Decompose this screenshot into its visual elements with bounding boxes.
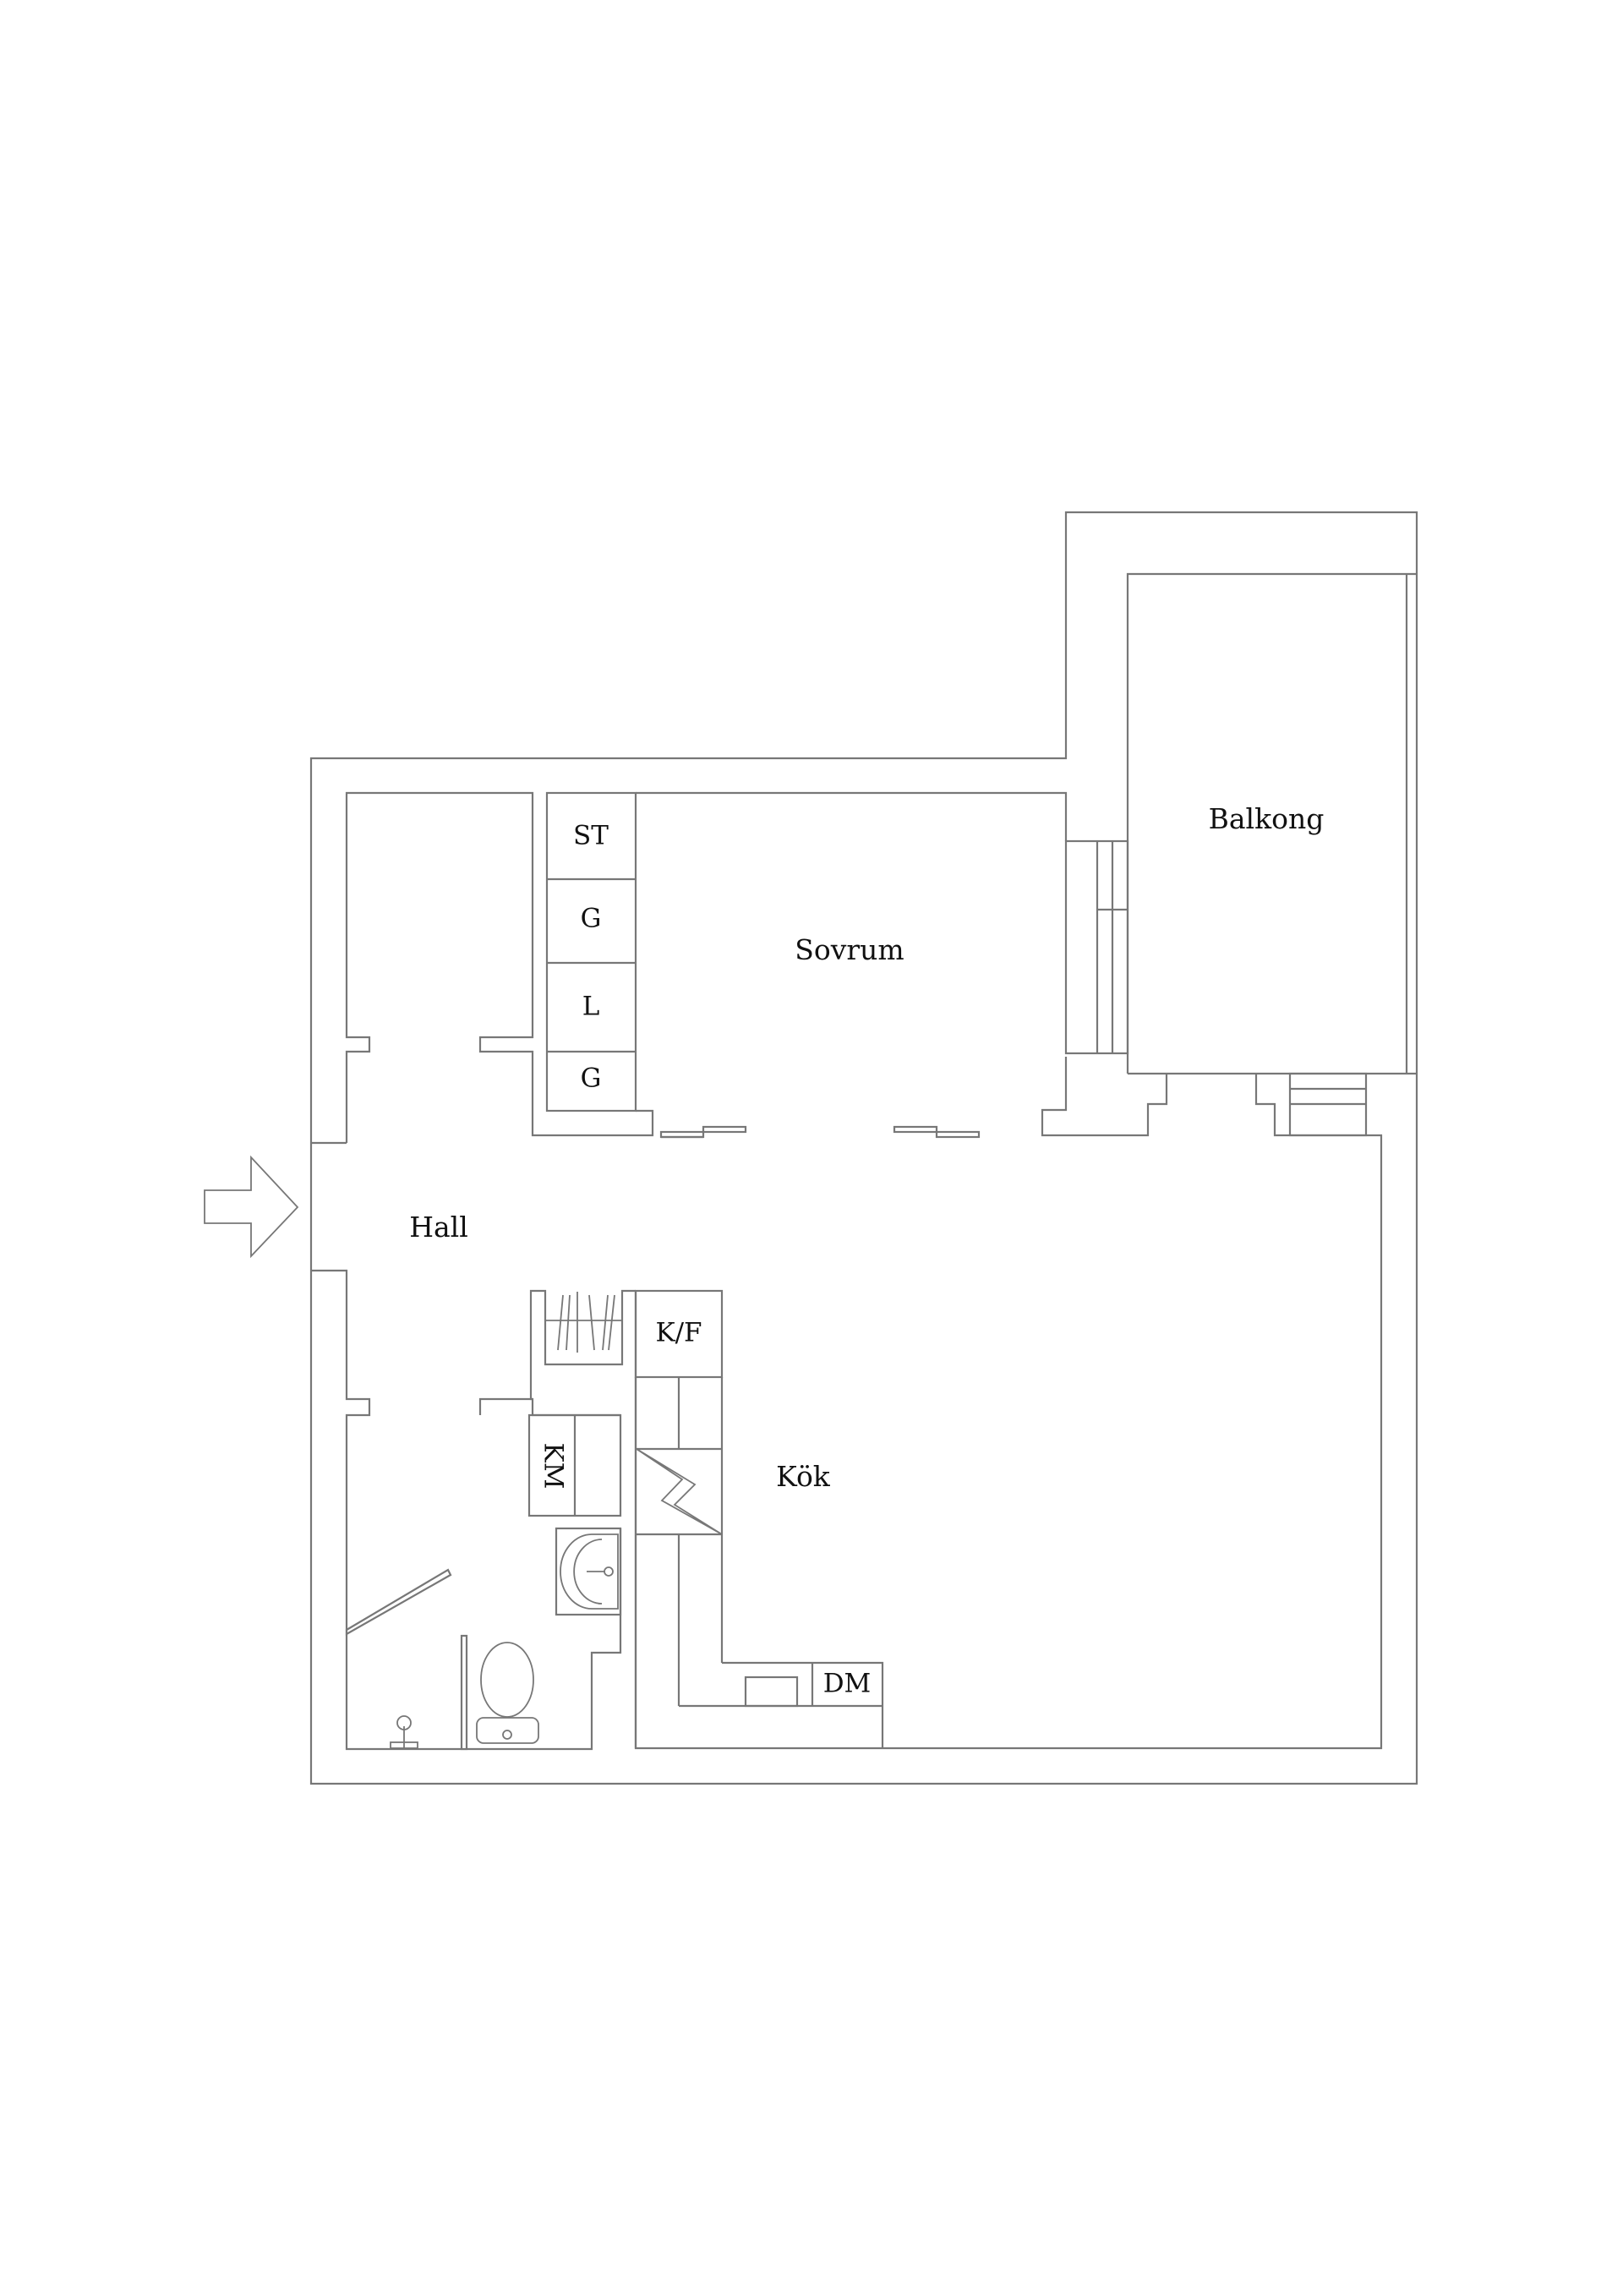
washing-machine-label: KM <box>538 1443 569 1490</box>
balkong-area <box>1126 572 1417 1075</box>
closet-st-label: ST <box>573 821 609 851</box>
bathroom <box>345 1397 622 1751</box>
room-label-balkong: Balkong <box>1209 802 1325 835</box>
room-label-kok: Kök <box>776 1460 831 1493</box>
outer-walls <box>309 511 1418 1785</box>
entrance-arrow-icon <box>204 1155 299 1259</box>
stove-icon <box>636 1448 723 1535</box>
hall-walls <box>311 791 654 1751</box>
sovrum-walls <box>636 791 1168 1139</box>
room-label-hall: Hall <box>409 1211 468 1244</box>
closet-g-label: G <box>581 904 602 934</box>
fridge-freezer-label: K/F <box>655 1318 702 1348</box>
kitchen-window <box>634 1072 1383 1750</box>
toilet-icon <box>480 1642 534 1718</box>
balcony-door <box>1064 839 1129 1055</box>
sink-icon <box>560 1533 619 1610</box>
closet-g-label: G <box>581 1063 602 1094</box>
room-label-sovrum: Sovrum <box>795 933 904 966</box>
shoe-rack <box>529 1289 636 1401</box>
dishwasher-label: DM <box>823 1669 872 1699</box>
kitchen-counter <box>634 1289 884 1748</box>
wardrobe-column <box>545 791 637 1112</box>
closet-l-label: L <box>582 992 600 1022</box>
